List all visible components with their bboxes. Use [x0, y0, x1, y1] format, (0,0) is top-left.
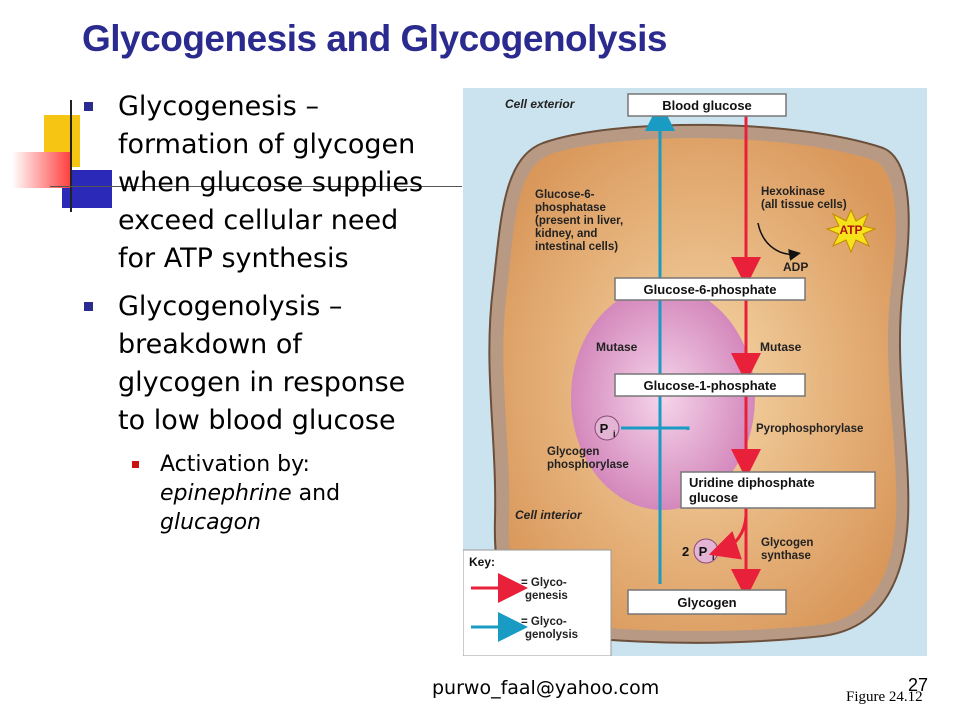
figure-label: Figure 24.12 — [846, 689, 923, 705]
g6pase-line: (present in liver, — [535, 215, 623, 227]
mutase-left-label: Mutase — [596, 340, 638, 354]
bullet-text: Glycogenolysis – breakdown of glycogen i… — [118, 291, 406, 436]
two-pi-label: P — [699, 544, 708, 559]
nucleus — [571, 286, 755, 510]
bullet-text: Glycogenesis – formation of glycogen whe… — [118, 91, 424, 274]
g6pase-line: Glucose-6- — [535, 189, 595, 201]
glycogen-synthase-line: synthase — [761, 550, 811, 562]
g1p-label: Glucose-1-phosphate — [644, 378, 777, 393]
adp-label: ADP — [783, 260, 808, 274]
cell-interior-label: Cell interior — [515, 508, 583, 522]
box-glucose-1-phosphate: Glucose-1-phosphate — [614, 373, 806, 397]
pi-circle: P i — [594, 415, 620, 441]
atp-label: ATP — [839, 223, 862, 237]
mutase-right-label: Mutase — [760, 340, 802, 354]
two-pi-prefix: 2 — [682, 544, 689, 559]
hexokinase-line: (all tissue cells) — [761, 199, 847, 211]
glycogen-phosphorylase-label: Glycogen phosphorylase — [547, 446, 629, 471]
box-glucose-6-phosphate: Glucose-6-phosphate — [614, 277, 806, 301]
cell-exterior-label: Cell exterior — [505, 97, 576, 111]
udp-label-line1: Uridine diphosphate — [689, 475, 815, 490]
bullet-marker — [84, 102, 93, 111]
atp-burst: ATP — [825, 208, 877, 254]
g6pase-line: phosphatase — [535, 202, 606, 214]
atp-to-adp-arrow — [757, 222, 801, 261]
udp-to-2pi-arrow — [708, 515, 748, 560]
key-genesis-line: genesis — [525, 590, 568, 602]
pi-subscript: i — [613, 429, 616, 439]
sub-bullet-prefix: Activation by: — [160, 452, 310, 477]
sub-bullet-marker — [132, 461, 139, 468]
blood-glucose-label: Blood glucose — [662, 98, 752, 113]
key-genolysis-line: = Glyco- — [521, 616, 567, 628]
bullet-glycogenolysis: Glycogenolysis – breakdown of glycogen i… — [84, 288, 424, 440]
box-uridine-diphosphate-glucose: Uridine diphosphate glucose — [680, 471, 876, 509]
key-genesis-line: = Glyco- — [521, 577, 567, 589]
hexokinase-line: Hexokinase — [761, 186, 825, 198]
key-title: Key: — [469, 555, 495, 569]
bullet-list: Glycogenesis – formation of glycogen whe… — [84, 88, 424, 537]
box-glycogen: Glycogen — [627, 589, 787, 615]
glycogen-phosphorylase-line: Glycogen — [547, 446, 599, 458]
bullet-glycogenesis: Glycogenesis – formation of glycogen whe… — [84, 88, 424, 278]
glucose-6-phosphatase-label: Glucose-6- phosphatase (present in liver… — [535, 189, 623, 253]
g6pase-line: kidney, and — [535, 228, 597, 240]
udp-label-line2: glucose — [689, 490, 738, 505]
glycogen-pathway-diagram: Blood glucose Glucose-6-phosphate Glucos… — [463, 88, 927, 656]
g6p-label: Glucose-6-phosphate — [644, 282, 777, 297]
glycogen-synthase-line: Glycogen — [761, 537, 813, 549]
two-pi-subscript: i — [712, 552, 715, 562]
footer-email: purwo_faal@yahoo.com — [432, 677, 660, 699]
g6pase-line: intestinal cells) — [535, 241, 618, 253]
glycogen-phosphorylase-line: phosphorylase — [547, 459, 629, 471]
term-epinephrine: epinephrine — [160, 481, 292, 506]
diagram-key: Key: = Glyco- genesis = Glyco- genolysis — [463, 549, 612, 656]
key-genolysis-line: genolysis — [525, 629, 578, 641]
glycogen-synthase-label: Glycogen synthase — [761, 537, 813, 562]
glycogen-label: Glycogen — [677, 595, 736, 610]
hexokinase-label: Hexokinase (all tissue cells) — [761, 186, 847, 211]
sub-bullet-joiner: and — [298, 481, 341, 506]
term-glucagon: glucagon — [160, 510, 261, 535]
pi-label: P — [600, 421, 609, 436]
sub-bullet-activation: Activation by: epinephrine and glucagon — [84, 450, 424, 537]
box-blood-glucose: Blood glucose — [627, 93, 787, 117]
page-number: 27 — [908, 675, 929, 695]
bullet-marker — [84, 302, 93, 311]
slide-title: Glycogenesis and Glycogenolysis — [82, 18, 667, 59]
pyrophosphorylase-label: Pyrophosphorylase — [756, 423, 863, 435]
